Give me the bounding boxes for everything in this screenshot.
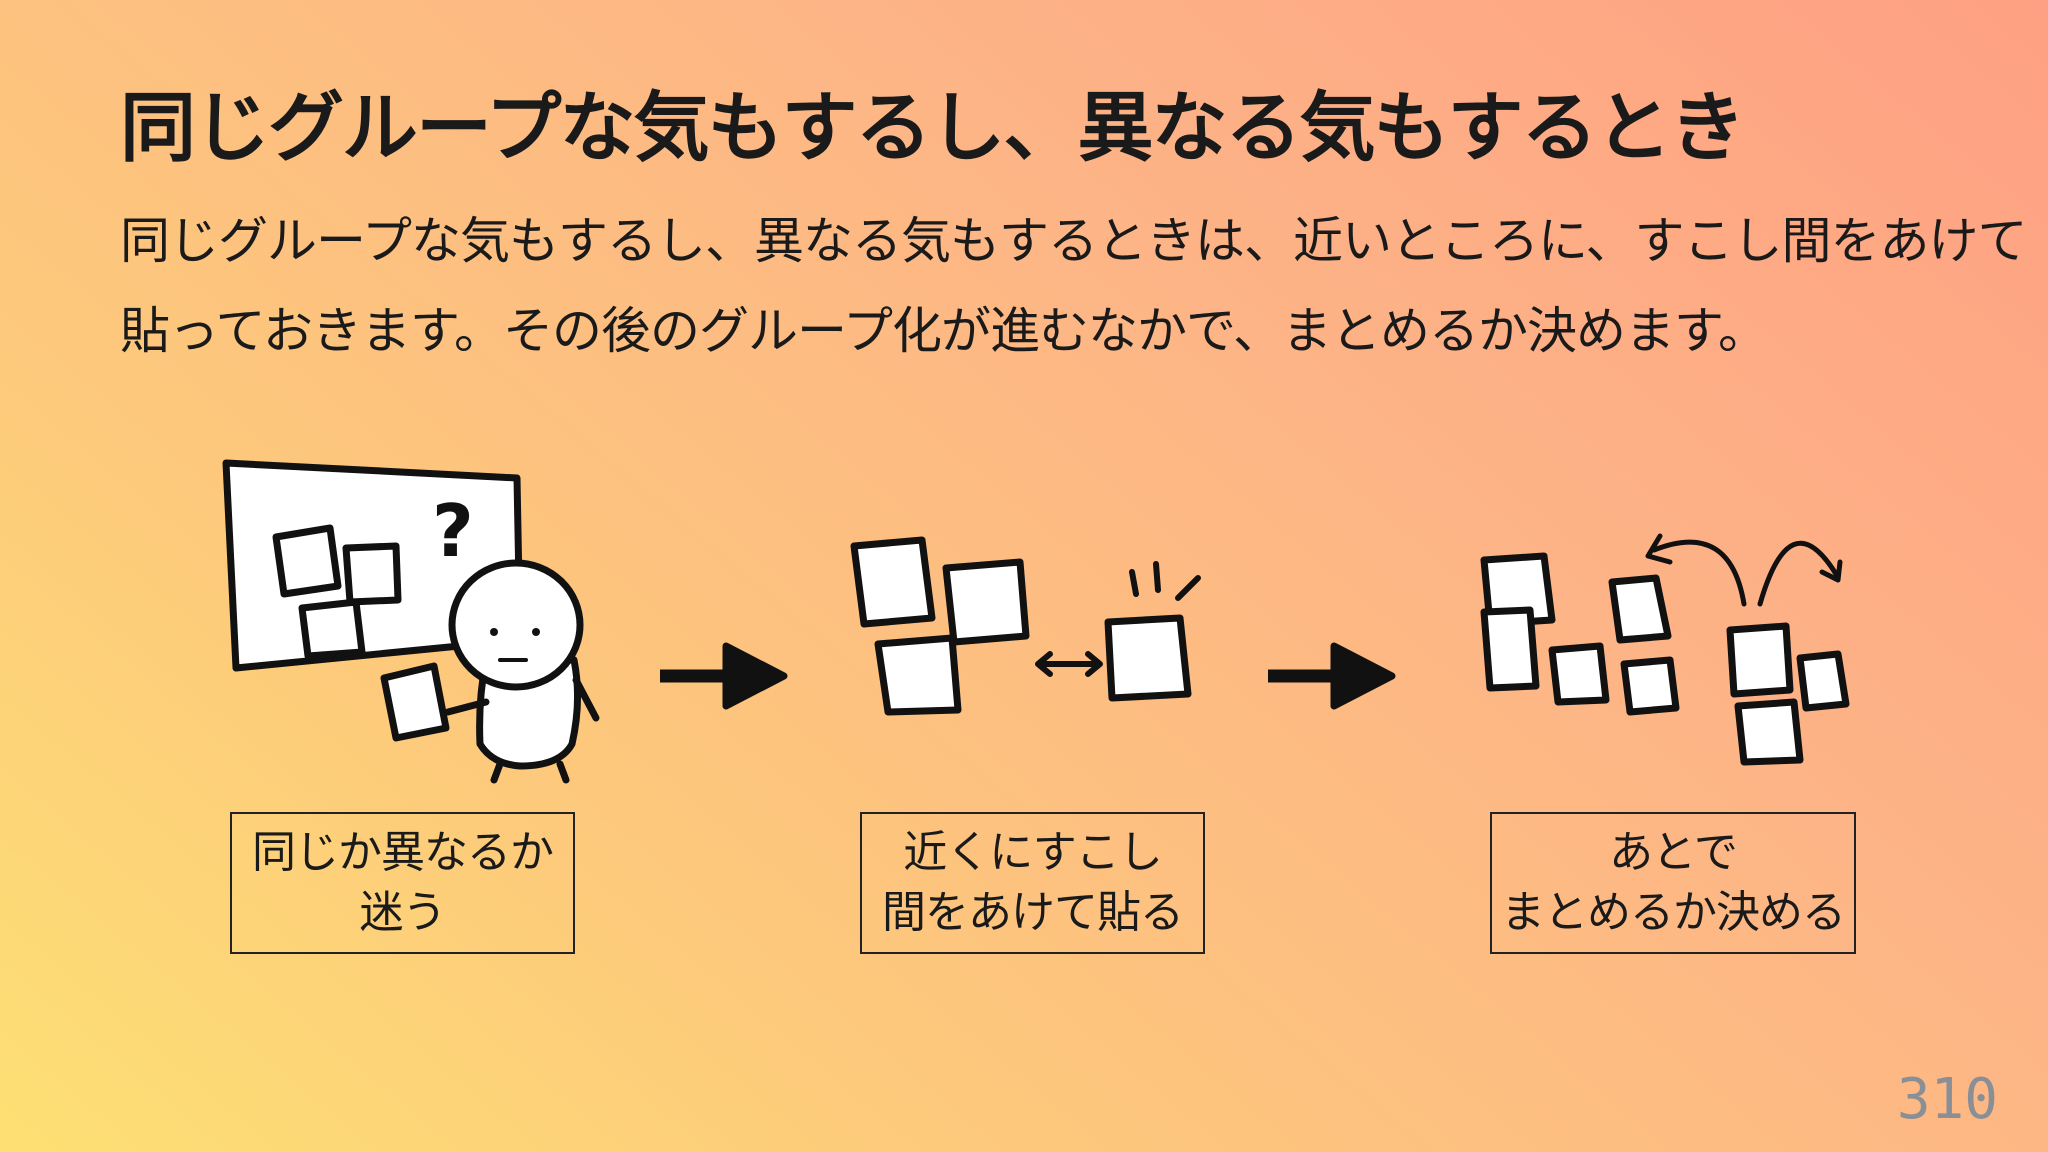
- curved-arrow-icon: [1645, 533, 1673, 565]
- step2-caption: 近くにすこし 間をあけて貼る: [860, 812, 1205, 954]
- body-line-2: 貼っておきます。その後のグループ化が進むなかで、まとめるか決めます。: [120, 302, 1768, 360]
- held-note-icon: [380, 662, 450, 742]
- step2-illustration: [850, 536, 1201, 716]
- step3-caption-line-2: まとめるか決める: [1501, 887, 1846, 938]
- curved-arrow-icon: [1757, 540, 1839, 607]
- person-leg: [490, 760, 504, 784]
- page-number: 310: [1896, 1067, 1998, 1132]
- sticky-note-icon: [1480, 552, 1556, 628]
- step3-caption-line-1: あとで: [1609, 827, 1738, 878]
- person-arm: [444, 698, 490, 716]
- sticky-note-icon: [1620, 656, 1680, 716]
- question-mark-icon: ?: [432, 489, 474, 573]
- sticky-note-icon: [874, 634, 962, 716]
- sticky-note-icon: [850, 536, 936, 628]
- sticky-note-icon: [1734, 698, 1804, 766]
- step3-caption: あとで まとめるか決める: [1490, 812, 1856, 954]
- sticky-note-icon: [1726, 622, 1794, 698]
- person-arm: [572, 676, 600, 722]
- person-eye: [532, 628, 540, 636]
- slide-title: 同じグループな気もするし、異なる気もするとき: [120, 83, 1745, 172]
- step3-illustration: [1480, 533, 1850, 766]
- step2-caption-line-1: 近くにすこし: [903, 827, 1162, 878]
- emphasis-mark-icon: [1129, 561, 1201, 601]
- step1-caption-line-1: 同じか異なるか: [252, 827, 554, 878]
- person-leg: [556, 760, 570, 784]
- sticky-note-icon: [342, 542, 402, 606]
- step2-caption-line-2: 間をあけて貼る: [882, 887, 1184, 938]
- step1-caption: 同じか異なるか 迷う: [230, 812, 575, 954]
- arrow-right-icon: [1268, 642, 1396, 710]
- person-head: [448, 559, 584, 691]
- sticky-note-icon: [1548, 642, 1610, 706]
- arrow-right-icon: [660, 642, 788, 710]
- sticky-note-icon: [1480, 606, 1540, 692]
- sticky-note-icon: [942, 558, 1030, 646]
- body-line-1: 同じグループな気もするし、異なる気もするときは、近いところに、すこし間をあけて: [120, 212, 2028, 270]
- sticky-note-icon: [298, 598, 366, 660]
- sticky-note-icon: [1796, 650, 1850, 712]
- curved-arrow-icon: [1819, 559, 1843, 583]
- sticky-note-icon: [272, 524, 342, 598]
- sticky-note-icon: [1608, 574, 1672, 644]
- slide-body-text: 同じグループな気もするし、異なる気もするときは、近いところに、すこし間をあけて …: [120, 196, 2028, 376]
- double-arrow-icon: [1035, 651, 1103, 677]
- sticky-note-icon: [1104, 614, 1192, 702]
- person-eye: [490, 628, 498, 636]
- curved-arrow-icon: [1651, 539, 1747, 607]
- step1-illustration: ?: [222, 459, 600, 784]
- step1-caption-line-2: 迷う: [359, 887, 447, 938]
